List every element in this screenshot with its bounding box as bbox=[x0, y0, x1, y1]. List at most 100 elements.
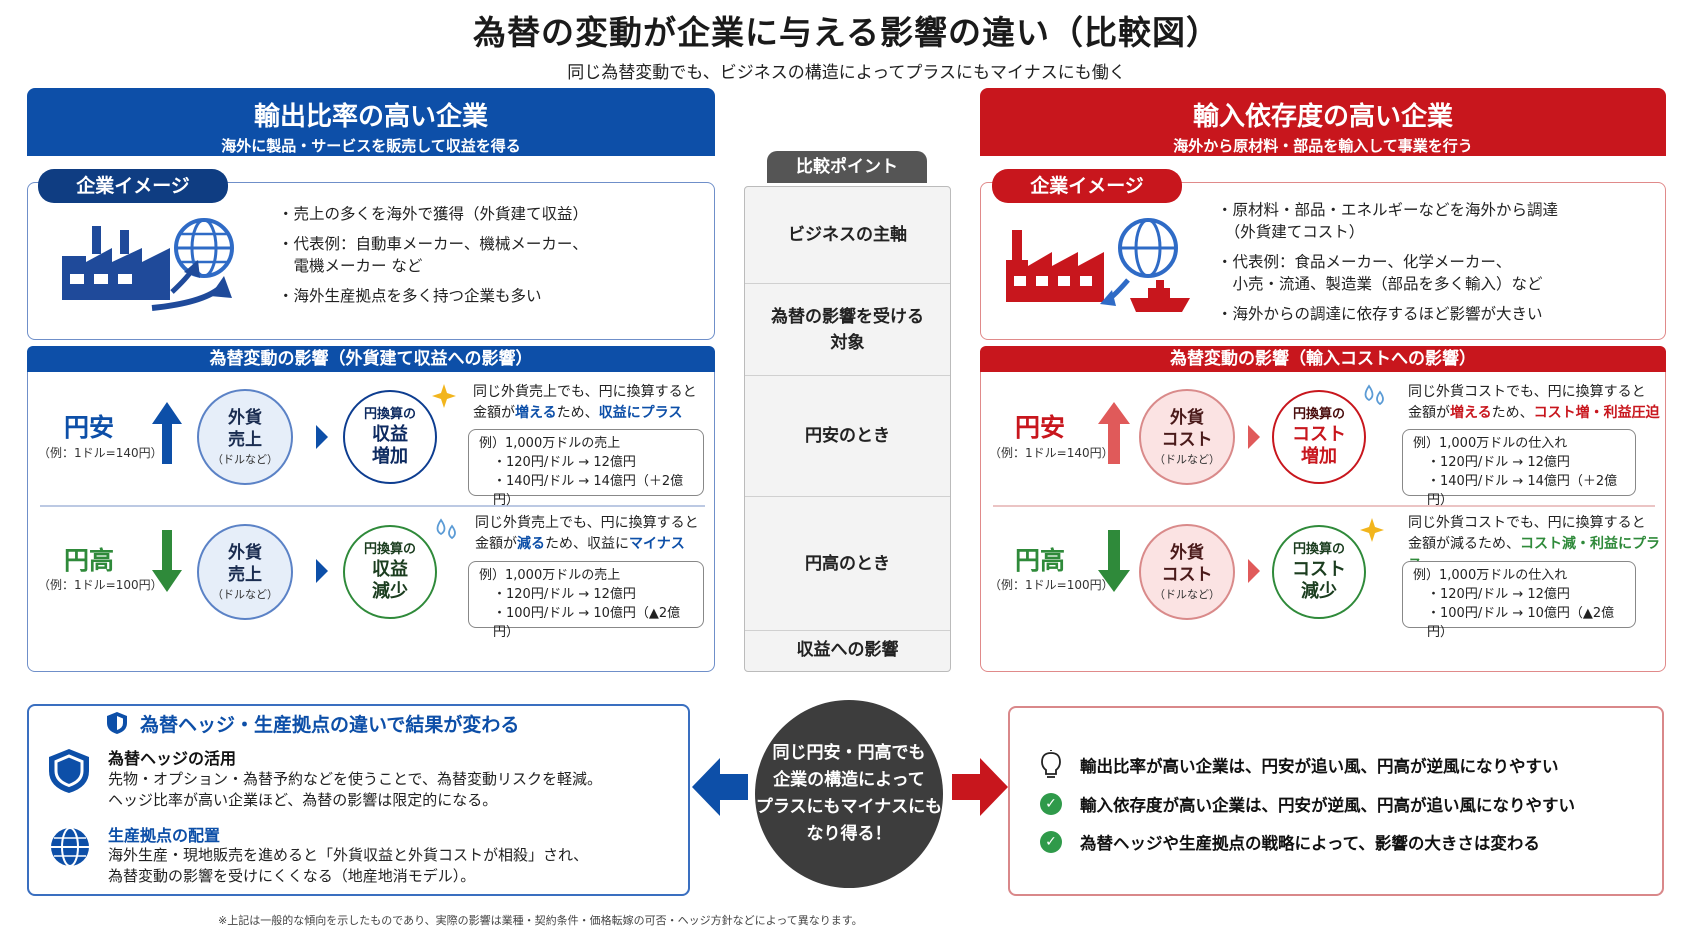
left-bullet-4: ・海外生産拠点を多く持つ企業も多い bbox=[278, 287, 542, 305]
right-yasu-ex2: ・120円/ドル → 12億円 bbox=[1427, 455, 1570, 470]
compare-business-axis: ビジネスの主軸 bbox=[745, 187, 950, 284]
check-icon: ✓ bbox=[1040, 831, 1062, 853]
left-taka-desc2d: マイナス bbox=[629, 536, 685, 552]
compare-yen-strong: 円高のとき bbox=[745, 497, 950, 631]
right-taka-in-l3: （ドルなど） bbox=[1154, 588, 1220, 601]
left-yasu-output-circle: 円換算の 収益 増加 bbox=[343, 390, 437, 484]
left-yasu-ex1: 例）1,000万ドルの売上 bbox=[479, 436, 621, 451]
right-yen-weak-example: （例：1ドル=140円） bbox=[989, 446, 1114, 460]
left-taka-out-l2: 収益 bbox=[372, 559, 408, 580]
hedge-use-line1: 先物・オプション・為替予約などを使うことで、為替変動リスクを軽減。 bbox=[108, 770, 602, 788]
right-yasu-input-circle: 外貨 コスト （ドルなど） bbox=[1139, 389, 1235, 485]
hedge-title: 為替ヘッジ・生産拠点の違いで結果が変わる bbox=[140, 714, 520, 736]
right-taka-desc-line1: 同じ外貨コストでも、円に換算すると bbox=[1408, 515, 1646, 531]
left-yasu-in-l2: 売上 bbox=[228, 430, 262, 450]
right-yasu-desc-line1: 同じ外貨コストでも、円に換算すると bbox=[1408, 384, 1646, 400]
factory-import-icon bbox=[1006, 218, 1190, 312]
left-taka-desc-line1: 同じ外貨売上でも、円に換算すると bbox=[475, 515, 699, 531]
right-bullet-1: ・原材料・部品・エネルギーなどを海外から調達 bbox=[1217, 201, 1559, 219]
left-taka-desc2c: ため、収益に bbox=[545, 536, 629, 552]
left-yasu-ex3: ・140円/ドル → 14億円（＋2億円） bbox=[493, 474, 684, 508]
compare-header: 比較ポイント bbox=[767, 151, 927, 183]
right-divider bbox=[993, 505, 1655, 507]
right-yasu-desc-line2: 金額が増えるため、コスト増・利益圧迫 bbox=[1408, 403, 1663, 424]
left-yen-strong-label: 円高 bbox=[64, 546, 115, 575]
summary-row-2: ✓ 輸入依存度が高い企業は、円安が逆風、円高が追い風になりやすい bbox=[1040, 792, 1575, 816]
arrow-down-icon bbox=[1098, 530, 1130, 592]
right-taka-input-circle: 外貨 コスト （ドルなど） bbox=[1139, 524, 1235, 620]
left-taka-example-box: 例）1,000万ドルの売上 ・120円/ドル → 12億円 ・100円/ドル →… bbox=[468, 561, 704, 640]
right-taka-out-l1: 円換算の bbox=[1292, 542, 1345, 557]
sparkle-icon bbox=[1360, 518, 1384, 542]
right-yasu-desc2d: コスト増・利益圧迫 bbox=[1533, 405, 1660, 421]
left-yen-strong-example: （例：1ドル=100円） bbox=[38, 578, 163, 592]
left-bullets: ・売上の多くを海外で獲得（外貨建て収益） ・代表例：自動車メーカー、機械メーカー… bbox=[278, 203, 698, 315]
right-yasu-flow-arrow bbox=[1248, 425, 1260, 449]
right-taka-output-circle: 円換算の コスト 減少 bbox=[1272, 525, 1366, 619]
right-yasu-desc2c: ため、 bbox=[1491, 405, 1534, 421]
summary-text-2: 輸入依存度が高い企業は、円安が逆風、円高が追い風になりやすい bbox=[1080, 796, 1575, 815]
right-taka-ex2: ・120円/ドル → 12億円 bbox=[1427, 587, 1570, 602]
right-bullets: ・原材料・部品・エネルギーなどを海外から調達 （外貨建てコスト） ・代表例：食品… bbox=[1217, 199, 1657, 333]
right-taka-ex1: 例）1,000万ドルの仕入れ bbox=[1413, 568, 1568, 583]
left-taka-ex1: 例）1,000万ドルの売上 bbox=[479, 568, 621, 583]
summary-text-1: 輸出比率が高い企業は、円安が追い風、円高が逆風になりやすい bbox=[1080, 757, 1559, 776]
left-taka-out-l3: 減少 bbox=[372, 581, 408, 602]
summary-row-1: 輸出比率が高い企業は、円安が追い風、円高が逆風になりやすい bbox=[1038, 750, 1559, 780]
left-bullet-3: 電機メーカー など bbox=[278, 257, 423, 275]
hedge-box bbox=[27, 704, 690, 896]
left-taka-output-circle: 円換算の 収益 減少 bbox=[343, 525, 437, 619]
sweat-drop-icon bbox=[436, 518, 456, 540]
lightbulb-icon bbox=[1041, 750, 1061, 778]
compare-affected-line1: 為替の影響を受ける bbox=[771, 306, 924, 327]
left-bullet-2: ・代表例：自動車メーカー、機械メーカー、 bbox=[278, 235, 588, 253]
right-yasu-in-l2: コスト bbox=[1161, 430, 1213, 450]
right-bullet-5: ・海外からの調達に依存するほど影響が大きい bbox=[1217, 305, 1543, 323]
right-taka-ex3: ・100円/ドル → 10億円（▲2億円） bbox=[1427, 606, 1615, 640]
left-yasu-example-box: 例）1,000万ドルの売上 ・120円/ドル → 12億円 ・140円/ドル →… bbox=[468, 429, 704, 508]
summary-text-3: 為替ヘッジや生産拠点の戦略によって、影響の大きさは変わる bbox=[1080, 834, 1540, 853]
right-yasu-ex3: ・140円/ドル → 14億円（＋2億円） bbox=[1427, 474, 1618, 508]
left-taka-desc: 同じ外貨売上でも、円に換算すると 金額が減るため、収益にマイナス bbox=[475, 513, 715, 555]
right-yasu-desc: 同じ外貨コストでも、円に換算すると 金額が増えるため、コスト増・利益圧迫 bbox=[1408, 382, 1663, 424]
arrow-left-icon bbox=[692, 758, 748, 816]
production-base-text: 海外生産・現地販売を進めると「外貨収益と外貨コストが相殺」され、 為替変動の影響… bbox=[108, 845, 683, 887]
right-yasu-example-box: 例）1,000万ドルの仕入れ ・120円/ドル → 12億円 ・140円/ドル … bbox=[1402, 429, 1636, 508]
right-taka-desc2a: 金額が減るため、 bbox=[1408, 536, 1520, 552]
hedge-use-title: 為替ヘッジの活用 bbox=[108, 749, 237, 768]
left-taka-desc-line2: 金額が減るため、収益にマイナス bbox=[475, 534, 715, 555]
left-taka-in-l2: 売上 bbox=[228, 565, 262, 585]
left-taka-flow-arrow bbox=[316, 559, 328, 583]
left-taka-out-l1: 円換算の bbox=[363, 542, 416, 557]
right-bullet-3: ・代表例：食品メーカー、化学メーカー、 bbox=[1217, 253, 1512, 271]
right-yasu-in-l1: 外貨 bbox=[1170, 408, 1204, 428]
summary-row-3: ✓ 為替ヘッジや生産拠点の戦略によって、影響の大きさは変わる bbox=[1040, 830, 1540, 854]
shield-icon bbox=[49, 749, 89, 793]
arrow-up-icon bbox=[152, 402, 182, 464]
factory-export-icon bbox=[62, 218, 234, 311]
compare-profit-impact: 収益への影響 bbox=[796, 640, 899, 660]
left-yasu-out-l3: 増加 bbox=[372, 446, 408, 467]
sweat-drop-icon bbox=[1364, 384, 1384, 406]
hedge-use-text: 先物・オプション・為替予約などを使うことで、為替変動リスクを軽減。 ヘッジ比率が… bbox=[108, 769, 683, 811]
right-yasu-desc2a: 金額が bbox=[1408, 405, 1450, 421]
left-taka-ex2: ・120円/ドル → 12億円 bbox=[493, 587, 636, 602]
left-taka-desc2b: 減る bbox=[517, 536, 545, 552]
center-message-circle: 同じ円安・円高でも 企業の構造によって プラスにもマイナスにも なり得る！ bbox=[755, 700, 943, 888]
left-yasu-desc: 同じ外貨売上でも、円に換算すると 金額が増えるため、収益にプラス bbox=[473, 382, 713, 424]
right-taka-in-l2: コスト bbox=[1161, 565, 1213, 585]
compare-yen-weak: 円安のとき bbox=[745, 376, 950, 497]
right-banner-title: 輸入依存度の高い企業 bbox=[1192, 102, 1453, 132]
right-yasu-output-circle: 円換算の コスト 増加 bbox=[1272, 390, 1366, 484]
right-yasu-out-l2: コスト bbox=[1292, 424, 1346, 445]
left-taka-ex3: ・100円/ドル → 10億円（▲2億円） bbox=[493, 606, 681, 640]
production-base-line1: 海外生産・現地販売を進めると「外貨収益と外貨コストが相殺」され、 bbox=[108, 846, 589, 864]
compare-affected-target: 為替の影響を受ける 対象 bbox=[745, 284, 950, 376]
shield-icon bbox=[107, 712, 127, 734]
right-yasu-desc2b: 増える bbox=[1450, 405, 1492, 421]
right-bullet-4: 小売・流通、製造業（部品を多く輸入）など bbox=[1217, 275, 1543, 293]
left-divider bbox=[40, 505, 705, 507]
right-taka-out-l3: 減少 bbox=[1301, 581, 1337, 602]
page-subtitle: 同じ為替変動でも、ビジネスの構造によってプラスにもマイナスにも働く bbox=[567, 63, 1126, 83]
summary-box bbox=[1008, 706, 1664, 896]
